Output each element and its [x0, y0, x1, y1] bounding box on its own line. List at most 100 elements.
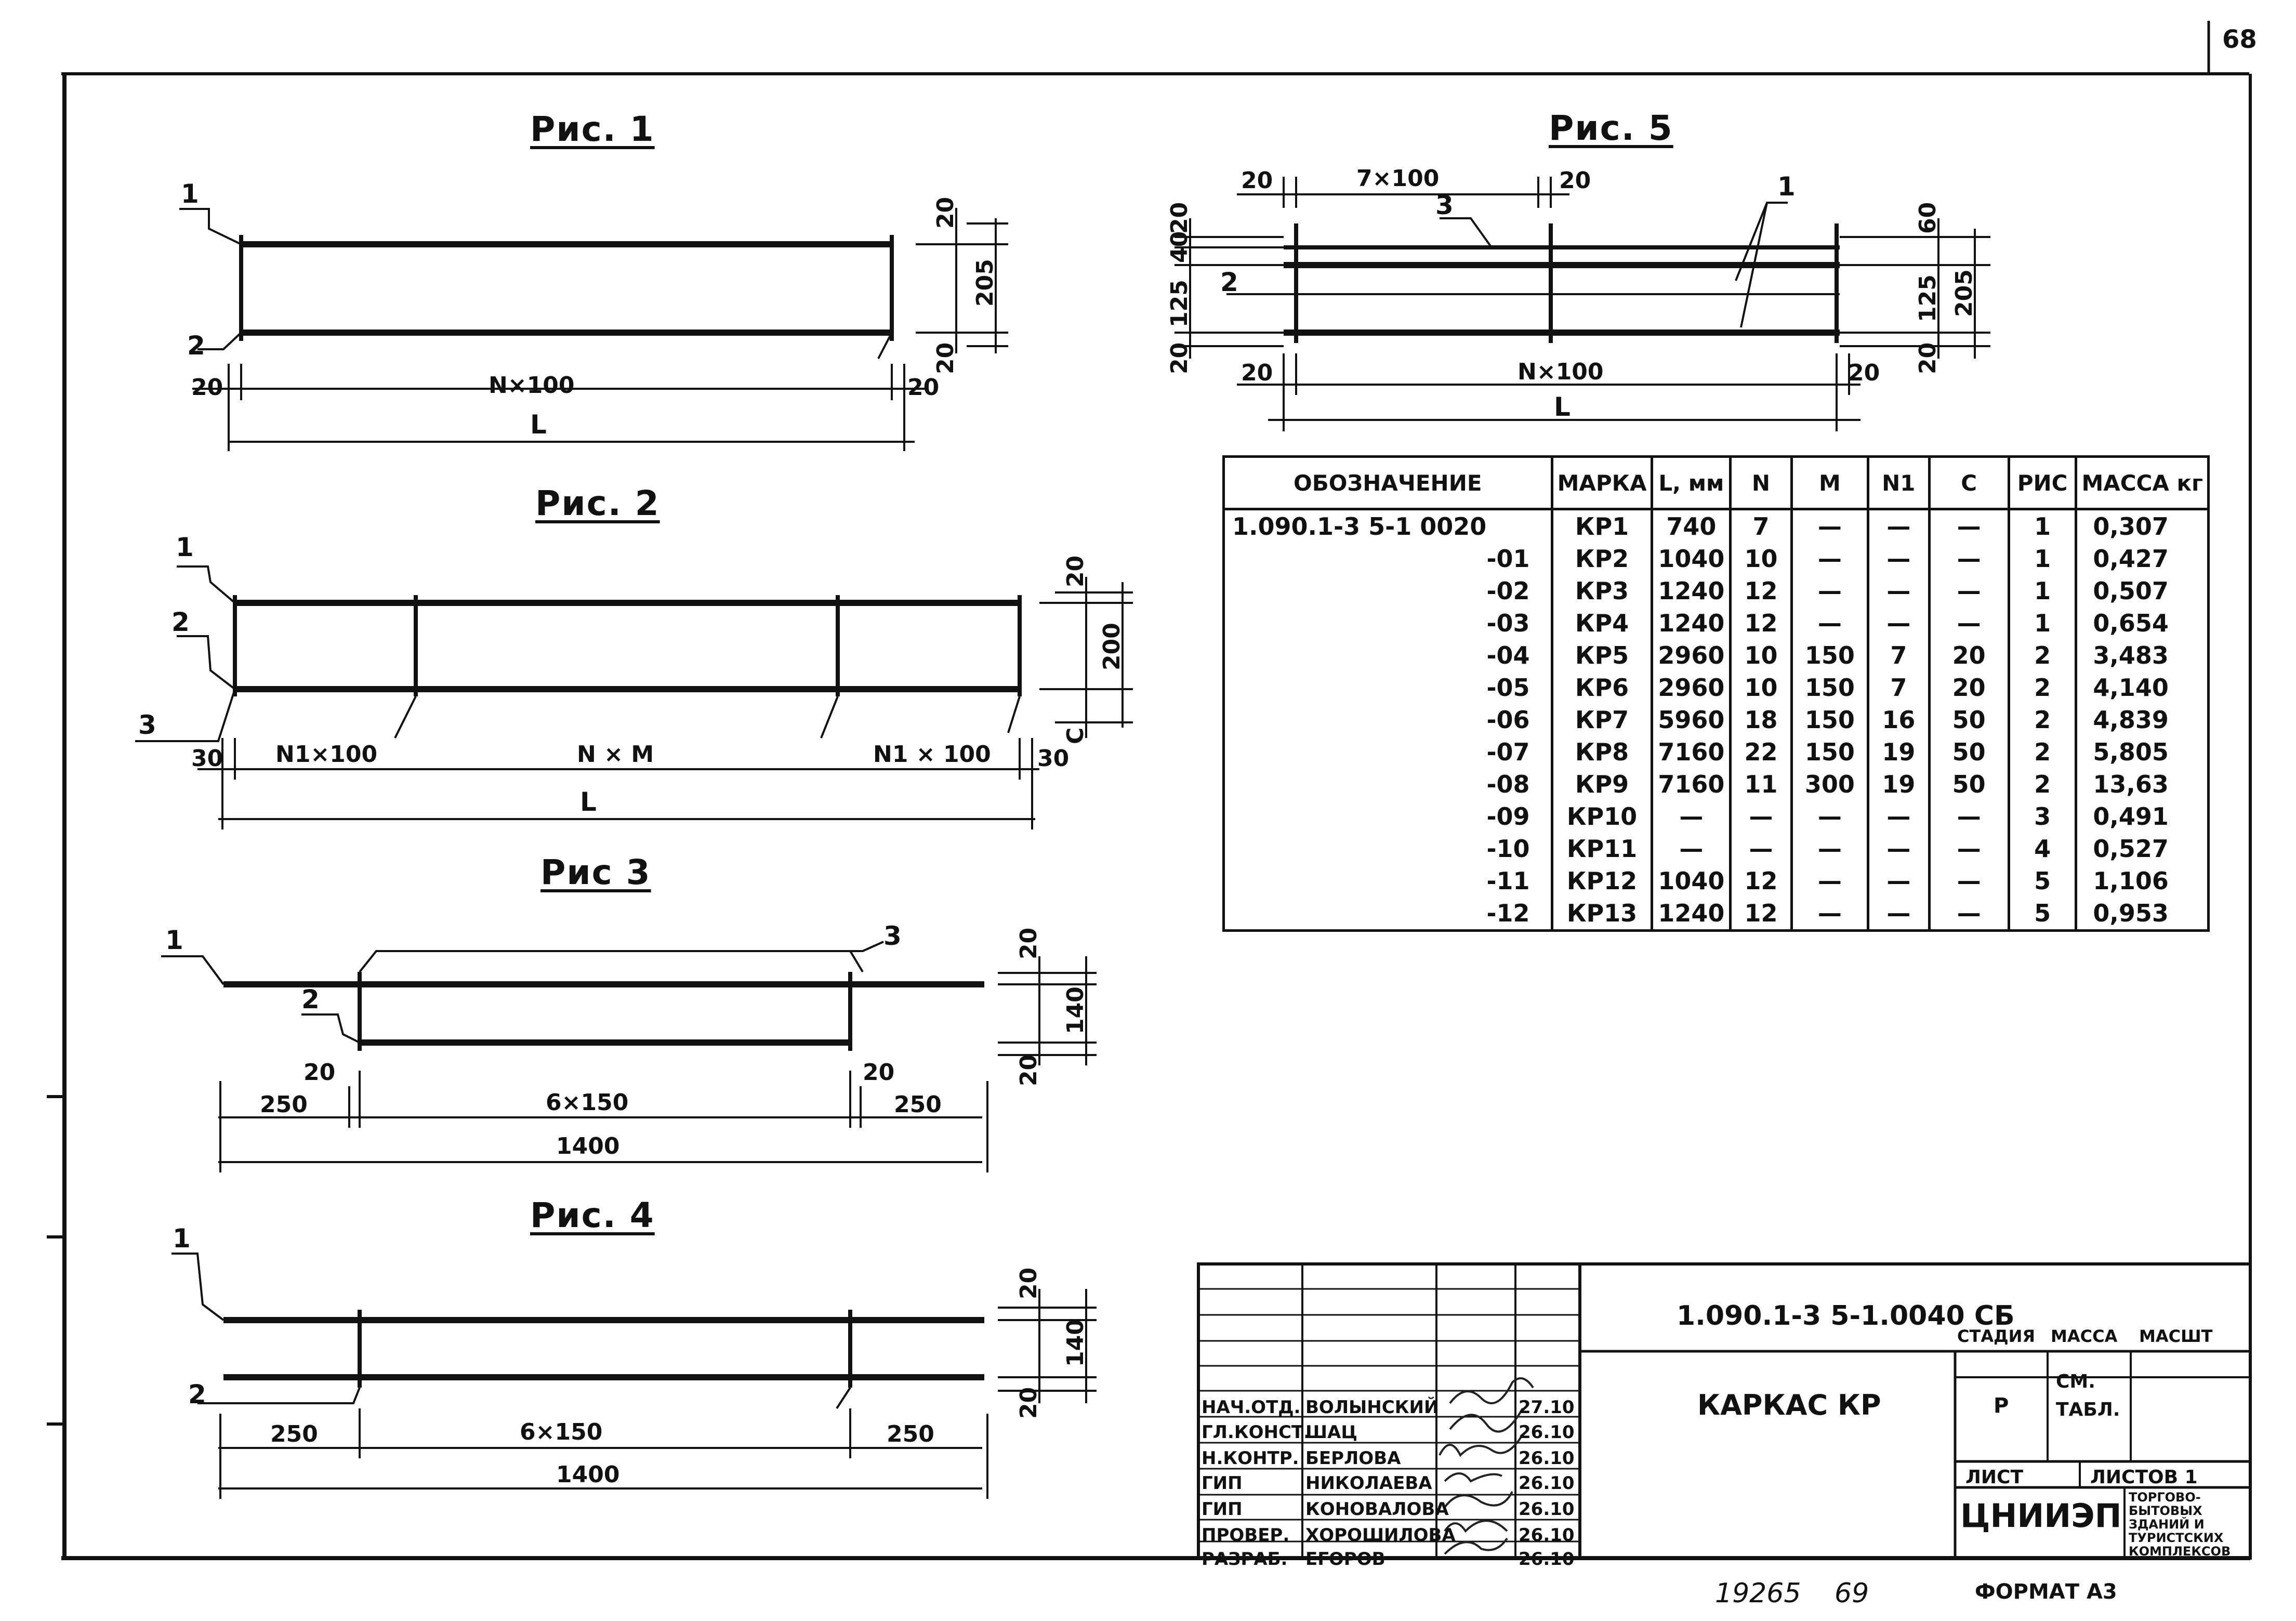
fig3-label-3: 3 [883, 921, 902, 951]
figure-2-drawing [135, 565, 1133, 829]
table-cell: 150 [1790, 736, 1870, 768]
fig5-dim-t1: 20 [1241, 167, 1273, 194]
table-cell: 16 [1867, 704, 1931, 736]
table-cell: 150 [1790, 639, 1870, 671]
sheets-count-label: ЛИСТОВ 1 [2090, 1467, 2198, 1488]
table-cell: — [1928, 607, 2010, 639]
table-cell: — [1867, 833, 1931, 865]
table-cell: 740 [1651, 509, 1732, 543]
table-cell: — [1729, 833, 1793, 865]
table-cell: 11 [1729, 768, 1793, 800]
table-cell: КР7 [1550, 704, 1654, 736]
table-cell: 2960 [1651, 671, 1732, 704]
table-cell: -05 [1222, 671, 1553, 704]
table-cell: — [1928, 509, 2010, 543]
signature-date: 26.10 [1519, 1549, 1575, 1570]
table-cell: — [1790, 800, 1870, 833]
table-cell: — [1867, 607, 1931, 639]
sheet-label: ЛИСТ [1965, 1467, 2024, 1488]
table-cell: 2 [2007, 736, 2078, 768]
fig5-dim-L: L [1554, 392, 1571, 422]
fig1-label-2: 2 [187, 331, 205, 361]
table-cell: — [1928, 800, 2010, 833]
col-mass: МАССА кг [2075, 455, 2210, 510]
table-cell: — [1651, 833, 1732, 865]
table-cell: 12 [1729, 607, 1793, 639]
signature-name: НИКОЛАЕВА [1305, 1473, 1432, 1494]
table-cell: — [1651, 800, 1732, 833]
table-cell: — [1790, 509, 1870, 543]
fig5-dim-n: N×100 [1518, 359, 1604, 385]
fig4-dim-a: 250 [270, 1421, 318, 1447]
organization-subtitle: ТОРГОВО-БЫТОВЫХ ЗДАНИЙ И ТУРИСТСКИХ КОМП… [2129, 1490, 2231, 1559]
table-cell: 150 [1790, 704, 1870, 736]
signature-name: ВОЛЫНСКИЙ [1305, 1397, 1439, 1418]
fig1-dim-L: L [530, 410, 547, 440]
fig3-dim-b: 250 [894, 1091, 942, 1118]
mass-label: МАССА [2051, 1326, 2118, 1346]
mass-value: СМ. ТАБЛ. [2056, 1371, 2120, 1420]
figure-5-labels: 1 2 3 20 7×100 20 20 N×100 20 L 20 40 12… [1166, 165, 1977, 422]
table-cell: 2 [2007, 768, 2078, 800]
fig4-dim-top: 20 [1015, 1268, 1042, 1299]
col-designation: ОБОЗНАЧЕНИЕ [1222, 455, 1553, 510]
table-cell: 7160 [1651, 768, 1732, 800]
col-m: M [1790, 455, 1870, 510]
stage-value: Р [1994, 1394, 2009, 1418]
document-code: 1.090.1-3 5-1.0040 СБ [1677, 1300, 2015, 1332]
table-cell: КР6 [1550, 671, 1654, 704]
table-header-row: ОБОЗНАЧЕНИЕ МАРКА L, мм N M N1 C РИС МАС… [1222, 455, 2210, 510]
figure-3-title: Рис 3 [540, 852, 651, 892]
fig2-dim-top: 20 [1062, 556, 1089, 587]
table-cell: 4,140 [2075, 671, 2210, 704]
table-cell: КР2 [1550, 543, 1654, 575]
signature-date: 27.10 [1519, 1397, 1575, 1418]
table-cell: 1240 [1651, 897, 1732, 932]
figure-4-labels: 1 2 250 6×150 250 1400 20 140 20 [173, 1223, 1089, 1488]
table-cell: 2 [2007, 639, 2078, 671]
fig5-dim-t3: 20 [1559, 167, 1591, 194]
figure-1-title: Рис. 1 [530, 109, 655, 149]
table-cell: 300 [1790, 768, 1870, 800]
table-cell: 3 [2007, 800, 2078, 833]
signature-role: ГИП [1202, 1499, 1243, 1520]
table-cell: -09 [1222, 800, 1553, 833]
fig5-dim-r205: 205 [1951, 269, 1977, 317]
table-cell: — [1928, 833, 2010, 865]
signature-name: ХОРОШИЛОВА [1305, 1525, 1456, 1546]
table-cell: — [1867, 897, 1931, 932]
figure-5-drawing [1175, 177, 1990, 431]
table-cell: 1 [2007, 509, 2078, 543]
fig1-dim-left: 20 [191, 374, 223, 401]
table-cell: — [1928, 543, 2010, 575]
drawing-name: КАРКАС КР [1697, 1389, 1881, 1421]
fig2-dim-left: 30 [191, 745, 223, 772]
table-cell: 0,507 [2075, 575, 2210, 607]
table-cell: 5,805 [2075, 736, 2210, 768]
table-cell: 3,483 [2075, 639, 2210, 671]
table-cell: КР10 [1550, 800, 1654, 833]
table-cell: 4 [2007, 833, 2078, 865]
col-fig: РИС [2007, 455, 2078, 510]
table-cell: — [1790, 575, 1870, 607]
fig5-dim-v125: 125 [1166, 280, 1193, 327]
table-cell: 2960 [1651, 639, 1732, 671]
page-number: 68 [2222, 25, 2257, 54]
specification-table: ОБОЗНАЧЕНИЕ МАРКА L, мм N M N1 C РИС МАС… [1222, 455, 2210, 932]
fig1-dim-bottom: 20 [932, 342, 959, 374]
fig2-dim-nm: N × M [577, 741, 654, 768]
table-cell: 0,654 [2075, 607, 2210, 639]
fig2-label-2: 2 [171, 607, 190, 637]
scale-label: МАСШТ [2139, 1326, 2213, 1346]
table-cell: 1 [2007, 543, 2078, 575]
table-cell: 50 [1928, 704, 2010, 736]
fig5-label-3: 3 [1435, 190, 1454, 220]
stage-label: СТАДИЯ [1957, 1326, 2035, 1346]
